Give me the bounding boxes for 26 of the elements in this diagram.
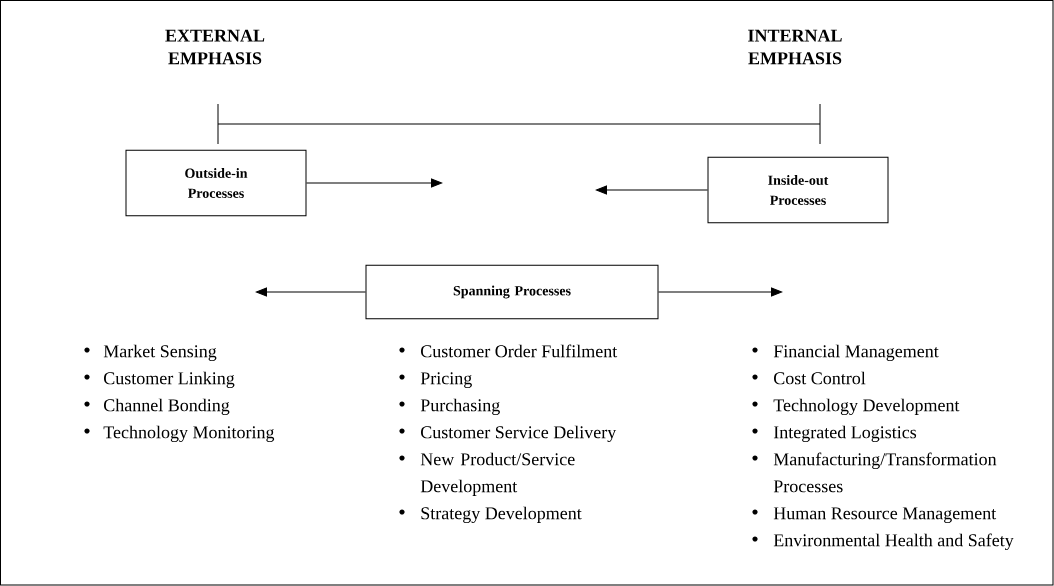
- process-box: Spanning Processes: [365, 264, 659, 320]
- bullet-item: New Product/Service Development: [399, 452, 575, 496]
- bullet-item: Environmental Health and Safety: [752, 533, 1014, 551]
- bullet-item: Human Resource Management: [752, 507, 997, 524]
- heading: INTERNAL EMPHASIS: [748, 29, 842, 65]
- bullet-item: Purchasing: [399, 398, 500, 416]
- bullet-item: Integrated Logistics: [752, 425, 917, 443]
- bullet-item: Customer Service Delivery: [399, 425, 617, 443]
- bullet-item: Technology Development: [752, 398, 960, 416]
- bullet-item: Manufacturing/Transformation Processes: [752, 452, 997, 493]
- bullet-item: Market Sensing: [84, 344, 217, 362]
- bullet-item: Customer Linking: [84, 371, 235, 389]
- bullet-item: Pricing: [399, 372, 472, 389]
- bullet-item: Financial Management: [752, 344, 939, 362]
- bullet-item: Cost Control: [752, 371, 866, 385]
- bullet-item: Technology Monitoring: [84, 425, 275, 443]
- bullet-item: Channel Bonding: [84, 398, 230, 416]
- bullet-item: Customer Order Fulfilment: [399, 344, 618, 358]
- arrow: [595, 185, 708, 195]
- process-box: Outside-in Processes: [125, 149, 307, 217]
- bullet-item: Strategy Development: [399, 506, 582, 524]
- process-box: Inside-out Processes: [707, 156, 889, 224]
- arrow: [255, 287, 366, 297]
- arrow: [306, 178, 443, 188]
- heading: EXTERNAL EMPHASIS: [165, 29, 265, 65]
- arrow: [658, 287, 783, 297]
